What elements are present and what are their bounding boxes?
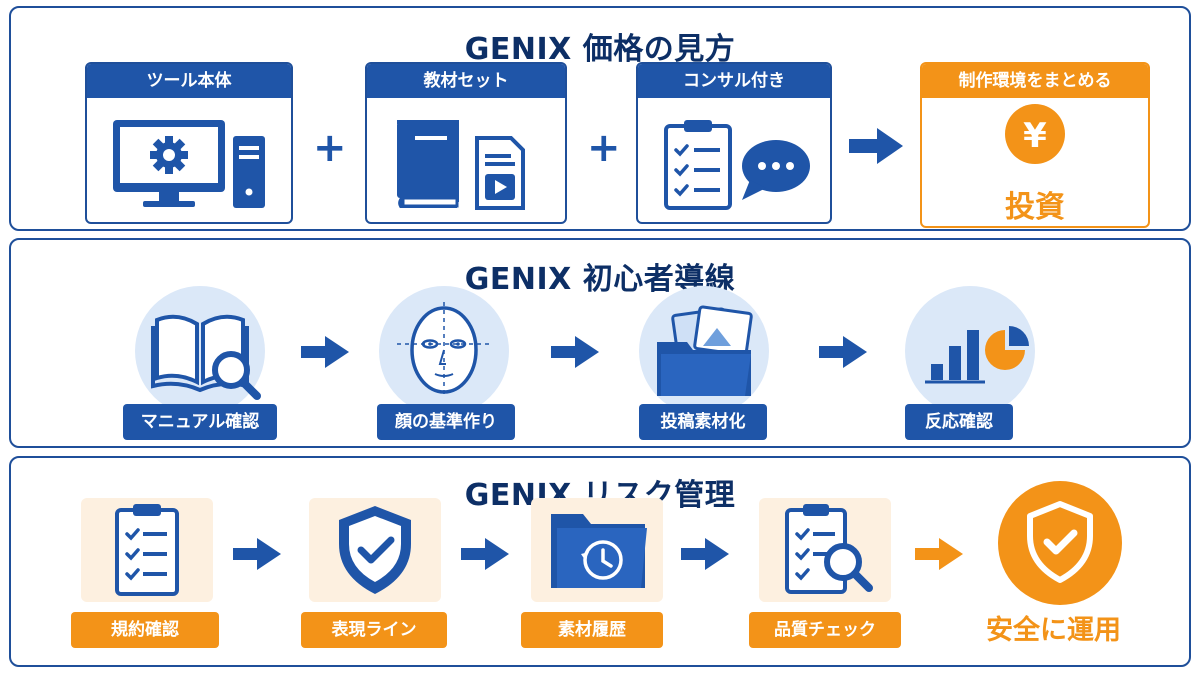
step-expression-box <box>309 498 441 602</box>
step-face-circle <box>379 286 509 416</box>
safe-operation-label: 安全に運用 <box>986 615 1121 646</box>
yen-symbol: ¥ <box>1023 116 1047 156</box>
book-magnifier-icon <box>151 314 261 400</box>
price-section: GENIX 価格の見方 ツール本体 + 教材セット <box>9 6 1191 231</box>
card-investment-summary: 制作環境をまとめる ¥ 投資 <box>920 62 1150 228</box>
card-consulting: コンサル付き <box>636 62 832 224</box>
arrow-right-icon <box>915 538 963 570</box>
step-reaction-label: 反応確認 <box>905 404 1013 440</box>
folder-images-icon <box>657 305 753 396</box>
step-quality-box <box>759 498 891 602</box>
card-consulting-label: コンサル付き <box>638 64 830 98</box>
arrow-right-icon <box>849 128 903 164</box>
step-expression-label: 表現ライン <box>301 612 447 648</box>
card-materials-label: 教材セット <box>367 64 565 98</box>
arrow-right-icon <box>681 538 729 570</box>
clipboard-checklist-icon <box>115 504 179 596</box>
risk-section: GENIX リスク管理 規約確認 表現ライン <box>9 456 1191 667</box>
card-materials: 教材セット <box>365 62 567 224</box>
card-tool: ツール本体 <box>85 62 293 224</box>
step-history-box <box>531 498 663 602</box>
arrow-right-icon <box>233 538 281 570</box>
step-quality-label: 品質チェック <box>749 612 901 648</box>
step-manual-label: マニュアル確認 <box>123 404 277 440</box>
face-guide-icon <box>397 302 491 398</box>
price-section-title: GENIX 価格の見方 <box>464 32 736 67</box>
step-post-label: 投稿素材化 <box>639 404 767 440</box>
shield-check-badge-icon <box>998 481 1122 605</box>
yen-coin-icon <box>1005 104 1065 164</box>
step-terms-label: 規約確認 <box>71 612 219 648</box>
plus-sign-2: + <box>587 125 621 171</box>
step-history-label: 素材履歴 <box>521 612 663 648</box>
step-terms-box <box>81 498 213 602</box>
arrow-right-icon <box>301 336 349 368</box>
card-investment-label: 制作環境をまとめる <box>922 64 1148 98</box>
clipboard-magnifier-icon <box>785 504 873 594</box>
plus-sign-1: + <box>313 125 347 171</box>
step-reaction-circle <box>905 286 1035 416</box>
arrow-right-icon <box>461 538 509 570</box>
step-post-circle <box>639 286 769 416</box>
step-face-label: 顔の基準作り <box>377 404 515 440</box>
computer-gear-icon <box>113 120 265 208</box>
card-tool-label: ツール本体 <box>87 64 291 98</box>
shield-check-icon <box>339 506 411 594</box>
bar-pie-chart-icon <box>925 326 1029 384</box>
investment-text: 投資 <box>1005 190 1065 225</box>
arrow-right-icon <box>819 336 867 368</box>
arrow-right-icon <box>551 336 599 368</box>
clipboard-chat-icon <box>664 120 810 210</box>
beginner-section: GENIX 初心者導線 マニュアル確認 顔の基準作り <box>9 238 1191 448</box>
folder-history-icon <box>551 514 647 588</box>
step-manual-circle <box>135 286 265 416</box>
book-video-icon <box>397 120 525 210</box>
